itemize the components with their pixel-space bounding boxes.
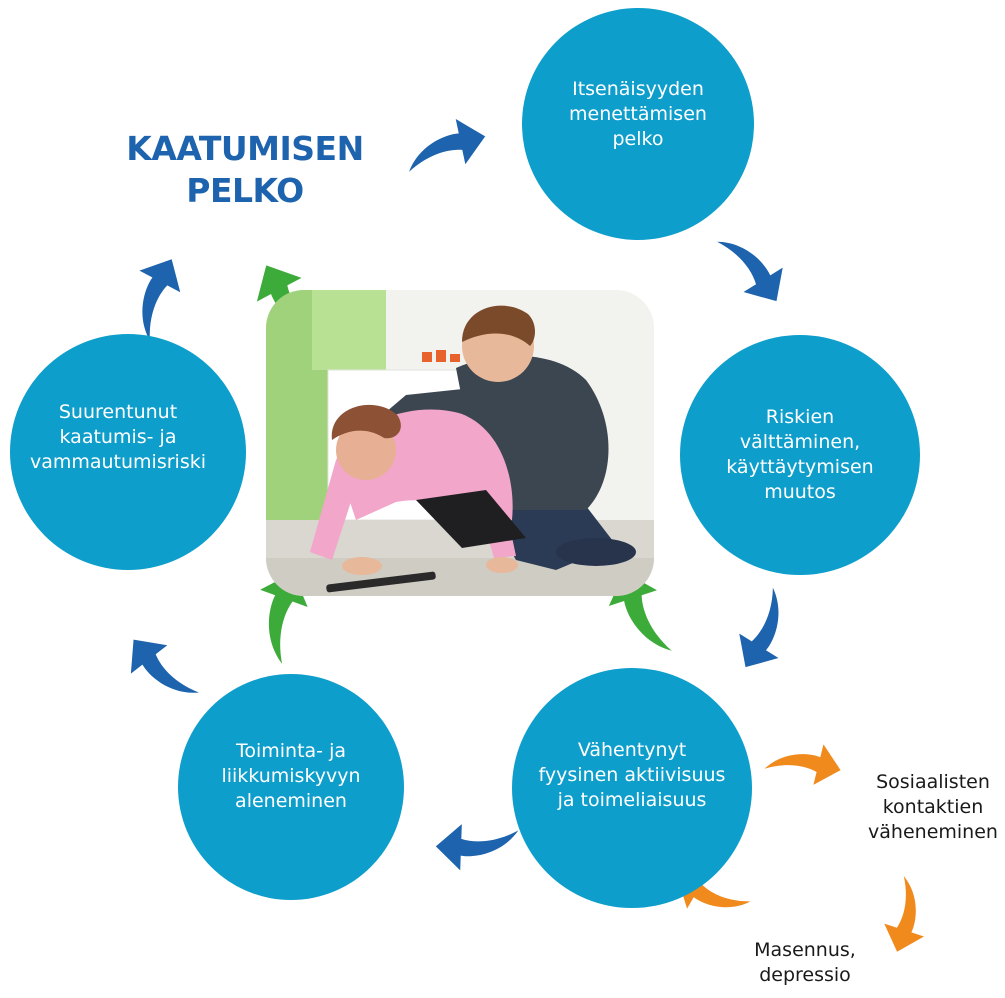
node-text: fyysinen aktiivisuus xyxy=(538,763,726,786)
arrow-vahentynyt-to-toiminta xyxy=(435,823,519,873)
arrow-riskit-to-vahentynyt xyxy=(725,585,809,680)
node-text: käyttäytymisen xyxy=(726,456,874,478)
node-text: Vähentynyt xyxy=(577,738,687,761)
label-text: Sosiaalisten xyxy=(876,771,990,793)
node-text: Itsenäisyyden xyxy=(572,77,704,100)
title-line-2: PELKO xyxy=(186,171,304,210)
arrow-itsenaisyys-to-riskit xyxy=(713,219,797,314)
node-text: aleneminen xyxy=(235,789,347,812)
label-text: depressio xyxy=(759,964,851,986)
arrow-vahentynyt-to-sosiaaliset xyxy=(763,731,846,791)
arrow-suurentunut-to-title xyxy=(112,248,193,343)
node-riskien-valttaminen: Riskien välttäminen, käyttäytymisen muut… xyxy=(680,335,920,575)
node-text: Suurentunut xyxy=(58,400,178,423)
arrow-toiminta-to-suurentunut xyxy=(115,625,203,719)
label-text: kontaktien xyxy=(882,796,984,818)
node-itsenaisyyden-menettamisen-pelko: Itsenäisyyden menettämisen pelko xyxy=(522,8,754,240)
node-text: ja toimeliaisuus xyxy=(557,788,707,811)
node-text: menettämisen xyxy=(569,102,707,125)
node-text: vammautumisriski xyxy=(29,450,207,473)
node-text: liikkumiskyvyn xyxy=(221,764,361,787)
node-toimintakyvyn-aleneminen: Toiminta- ja liikkumiskyvyn aleneminen xyxy=(178,674,404,900)
arrow-sosiaaliset-to-masennus xyxy=(877,874,940,959)
node-text: kaatumis- ja xyxy=(59,425,177,448)
title-line-1: KAATUMISEN xyxy=(126,129,364,168)
node-vahentynyt-aktiivisuus: Vähentynyt fyysinen aktiivisuus ja toime… xyxy=(512,668,752,908)
photo-illustration xyxy=(266,290,654,596)
label-masennus-depressio: Masennus, depressio xyxy=(740,938,870,988)
node-text: Toiminta- ja xyxy=(235,739,347,762)
node-text: pelko xyxy=(612,127,664,150)
label-text: väheneminen xyxy=(868,821,998,843)
node-text: muutos xyxy=(764,481,836,503)
node-text: Riskien xyxy=(765,406,835,428)
diagram-title: KAATUMISEN PELKO xyxy=(120,128,370,212)
central-photo-fallen-elderly-woman xyxy=(266,290,654,596)
node-text: välttäminen, xyxy=(739,431,861,453)
label-sosiaalisten-kontaktien-vaheneminen: Sosiaalisten kontaktien väheneminen xyxy=(858,770,1005,845)
node-suurentunut-kaatumisriski: Suurentunut kaatumis- ja vammautumisrisk… xyxy=(10,334,246,570)
label-text: Masennus, xyxy=(754,939,856,961)
arrow-title-to-itsenaisyys xyxy=(400,113,490,177)
